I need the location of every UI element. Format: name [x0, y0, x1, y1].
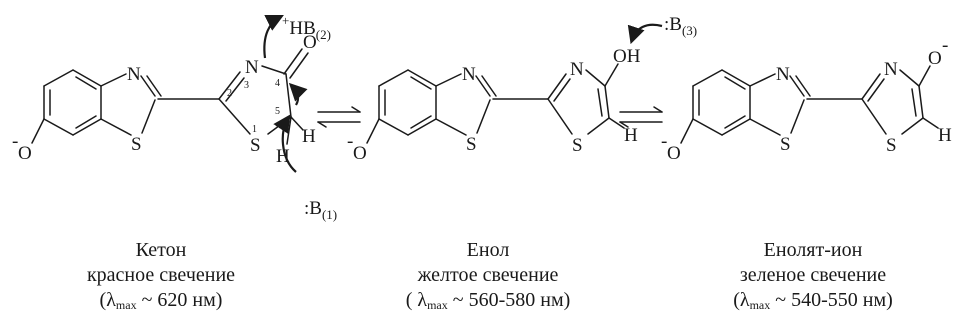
hydrogen-enolate: H — [938, 125, 952, 146]
ring-number-2: 2 — [227, 88, 232, 99]
benzene-ring-ketone — [43, 69, 102, 136]
hydrogen-a-ketone: H — [302, 126, 316, 147]
charge-minus-enolate: - — [661, 131, 667, 152]
charge-minus-enolate-oxygen: - — [942, 35, 948, 56]
phenolate-oxygen-ketone: O — [18, 143, 32, 164]
phenolate-oxygen-enol: O — [353, 143, 367, 164]
caption-enolate: Енолят-ион зеленое свечение (λmax ~ 540-… — [678, 238, 948, 318]
curved-arrow-from-base1 — [273, 114, 297, 173]
enolate-oxygen: O — [928, 48, 942, 69]
carbonyl-oxygen: O — [303, 32, 317, 53]
atom-n-benzo-enolate: N — [776, 64, 790, 85]
atom-s-ring-enolate: S — [886, 135, 897, 156]
atom-n-benzo-ketone: N — [127, 64, 141, 85]
lambda-max-ketone: (λmax ~ 620 нм) — [99, 289, 223, 312]
caption-enol: Енол желтое свечение ( λmax ~ 560-580 нм… — [353, 238, 623, 318]
form-name-enol: Енол — [466, 239, 510, 261]
curved-arrow-from-base3 — [627, 23, 663, 45]
atom-s-ring-ketone: S — [250, 135, 261, 156]
enol-hydroxyl: OH — [613, 46, 641, 67]
ring-number-3: 3 — [244, 80, 249, 91]
ketone-structure: N S O - N S O H H 1 2 3 4 5 +HB(2) :B(1) — [12, 13, 337, 222]
curved-arrow-enolization — [288, 82, 308, 106]
glow-color-enolate: зеленое свечение — [739, 264, 887, 286]
atom-n-ring-ketone: N — [245, 57, 259, 78]
equilibrium-arrow-1 — [317, 106, 361, 128]
atom-n-benzo-enol: N — [462, 64, 476, 85]
base3-reagent-label: :B(3) — [664, 14, 697, 38]
atom-s-benzo-ketone: S — [131, 134, 142, 155]
form-name-ketone: Кетон — [135, 239, 187, 261]
glow-color-ketone: красное свечение — [86, 264, 236, 286]
charge-minus-enol: - — [347, 131, 353, 152]
hydrogen-enol: H — [624, 125, 638, 146]
acid-reagent-label: +HB(2) — [282, 13, 331, 42]
base1-reagent-label: :B(1) — [304, 198, 337, 222]
ring-number-4: 4 — [275, 78, 280, 89]
reaction-scheme: N S O - N S O H H 1 2 3 4 5 +HB(2) :B(1) — [12, 13, 952, 222]
curved-arrow-to-acid — [263, 15, 284, 59]
lambda-max-enolate: (λmax ~ 540-550 нм) — [733, 289, 893, 312]
caption-ketone: Кетон красное свечение (λmax ~ 620 нм) — [26, 238, 296, 318]
lambda-max-enol: ( λmax ~ 560-580 нм) — [405, 289, 571, 312]
atom-s-ring-enol: S — [572, 135, 583, 156]
glow-color-enol: желтое свечение — [417, 264, 559, 286]
ring-number-5: 5 — [275, 106, 280, 117]
benzene-ring-enol — [378, 69, 437, 136]
enolate-structure: N S O - N S O - H — [661, 35, 952, 164]
atom-n-ring-enol: N — [570, 59, 584, 80]
phenolate-oxygen-enolate: O — [667, 143, 681, 164]
benzene-ring-enolate — [692, 69, 751, 136]
atom-s-benzo-enolate: S — [780, 134, 791, 155]
charge-minus-ketone: - — [12, 131, 18, 152]
equilibrium-arrow-2 — [619, 106, 663, 128]
atom-s-benzo-enol: S — [466, 134, 477, 155]
form-name-enolate: Енолят-ион — [763, 239, 863, 261]
enol-structure: N S O - N S OH H :B(3) — [347, 14, 697, 164]
ring-number-1: 1 — [252, 124, 257, 135]
hydrogen-b-ketone: H — [276, 146, 290, 167]
atom-n-ring-enolate: N — [884, 59, 898, 80]
